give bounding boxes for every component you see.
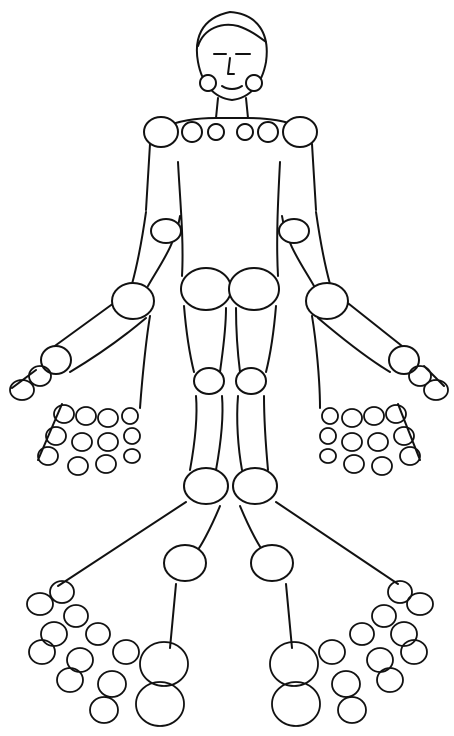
left-little-mcp-joint [122, 408, 138, 424]
left-middle-finger [68, 407, 96, 475]
right-fifth-toe-ip-joint [407, 593, 433, 615]
left-little-dip-joint [124, 449, 140, 463]
left-elbow-joint [151, 219, 181, 243]
right-sternoclavicular-joint [237, 124, 253, 140]
right-third-mtp-joint [350, 623, 374, 645]
right-ankle-joint [233, 468, 277, 504]
left-fourth-toe-pip-joint [41, 622, 67, 646]
right-foot [270, 581, 433, 726]
right-middle-dip-joint [372, 457, 392, 475]
left-fourth-mtp-joint [64, 605, 88, 627]
left-third-toe-dip-joint [57, 668, 83, 692]
right-little-finger [320, 408, 338, 463]
right-leg [233, 306, 398, 648]
right-middle-finger [364, 407, 392, 475]
left-ring-finger [96, 409, 118, 473]
left-fourth-toe [29, 605, 88, 664]
left-second-mtp-joint [113, 640, 139, 664]
left-big-toe [136, 642, 188, 726]
left-ankle-joint [184, 468, 228, 504]
right-fourth-toe-pip-joint [391, 622, 417, 646]
left-foot [27, 581, 188, 726]
left-sternoclavicular-joint [208, 124, 224, 140]
left-third-mtp-joint [86, 623, 110, 645]
right-little-dip-joint [320, 449, 336, 463]
right-third-toe [350, 623, 403, 692]
head [197, 12, 267, 118]
right-shoulder-joint [283, 117, 317, 147]
left-fifth-toe-ip-joint [27, 593, 53, 615]
right-thumb-ip-joint [424, 380, 448, 400]
left-thumb [10, 366, 51, 400]
left-little-pip-joint [124, 428, 140, 444]
left-ring-dip-joint [96, 455, 116, 473]
left-little-finger [122, 408, 140, 463]
right-second-mtp-joint [319, 640, 345, 664]
right-fourth-toe-dip-joint [401, 640, 427, 664]
right-fourth-toe [372, 605, 427, 664]
right-wrist-joint [306, 283, 348, 319]
right-ring-mcp-joint [342, 409, 362, 427]
shoulder-and-clavicle-joints [144, 117, 317, 147]
left-thumb-mcp-joint [29, 366, 51, 386]
left-third-toe [57, 623, 110, 692]
left-wrist-joint [112, 283, 154, 319]
right-fourth-mtp-joint [372, 605, 396, 627]
left-hip-joint [181, 268, 231, 310]
right-big-toe-ip-joint [272, 682, 320, 726]
left-middle-mcp-joint [76, 407, 96, 425]
left-index-dip-joint [38, 447, 58, 465]
left-subtalar-joint [164, 545, 206, 581]
right-ring-pip-joint [342, 433, 362, 451]
left-knee-joint [194, 368, 224, 394]
left-index-finger [38, 405, 74, 465]
left-second-toe-dip-joint [90, 697, 118, 723]
right-knee-joint [236, 368, 266, 394]
left-ring-mcp-joint [98, 409, 118, 427]
right-little-mcp-joint [322, 408, 338, 424]
left-middle-pip-joint [72, 433, 92, 451]
right-first-mtp-joint [270, 642, 318, 686]
right-second-toe-dip-joint [338, 697, 366, 723]
right-middle-pip-joint [368, 433, 388, 451]
left-jaw-joint [200, 75, 216, 91]
left-second-toe-pip-joint [98, 671, 126, 697]
left-hand [10, 366, 140, 475]
left-acromioclavicular-joint [182, 122, 202, 142]
right-index-dip-joint [400, 447, 420, 465]
right-little-pip-joint [320, 428, 336, 444]
left-ring-pip-joint [98, 433, 118, 451]
right-third-toe-dip-joint [377, 668, 403, 692]
left-leg [58, 306, 228, 648]
left-arm [12, 212, 181, 460]
right-second-toe [319, 640, 366, 723]
left-thumb-cmc-joint [41, 346, 71, 374]
left-middle-dip-joint [68, 457, 88, 475]
left-fourth-toe-dip-joint [29, 640, 55, 664]
right-thumb-cmc-joint [389, 346, 419, 374]
right-second-toe-pip-joint [332, 671, 360, 697]
left-shoulder-joint [144, 117, 178, 147]
hips [181, 268, 279, 310]
right-middle-mcp-joint [364, 407, 384, 425]
left-second-toe [90, 640, 139, 723]
left-big-toe-ip-joint [136, 682, 184, 726]
right-ring-finger [342, 409, 364, 473]
left-thumb-ip-joint [10, 380, 34, 400]
right-hand [320, 366, 448, 475]
right-acromioclavicular-joint [258, 122, 278, 142]
right-subtalar-joint [251, 545, 293, 581]
right-elbow-joint [279, 219, 309, 243]
left-first-mtp-joint [140, 642, 188, 686]
right-ring-dip-joint [344, 455, 364, 473]
right-jaw-joint [246, 75, 262, 91]
right-hip-joint [229, 268, 279, 310]
right-big-toe [270, 642, 320, 726]
